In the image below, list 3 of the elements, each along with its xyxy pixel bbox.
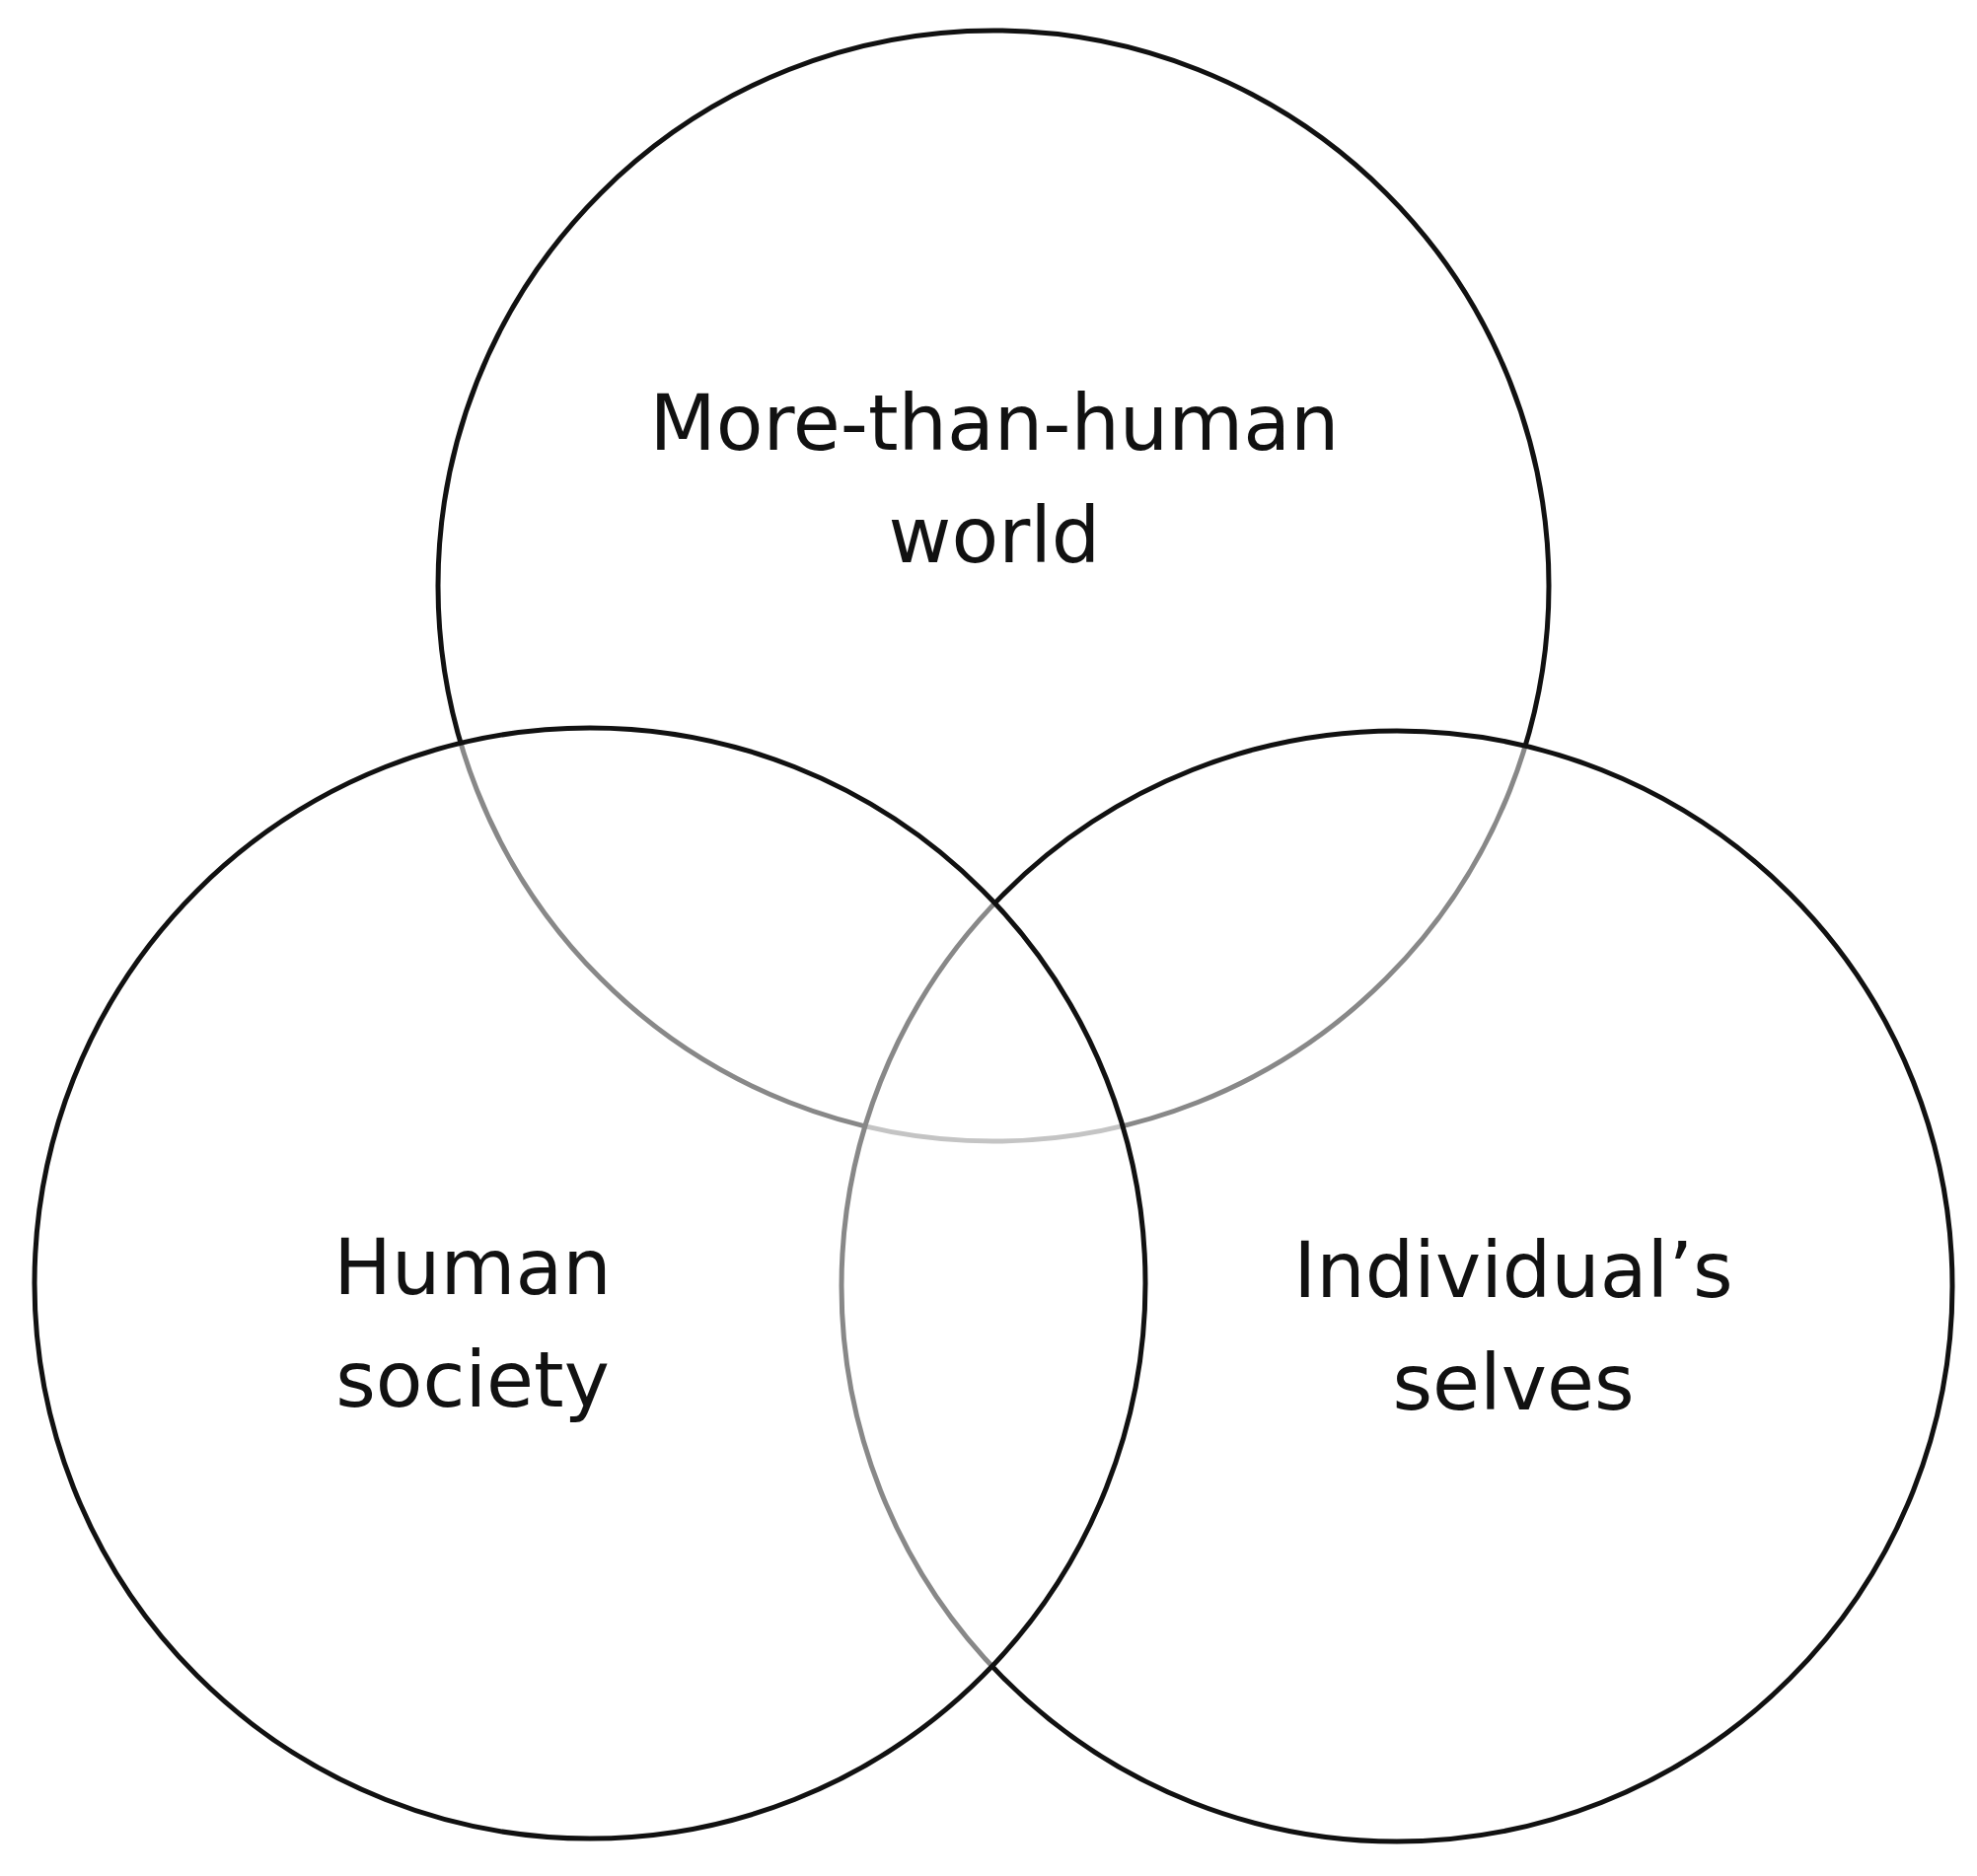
circle-label: More-than-human world — [648, 378, 1341, 582]
circle-label: Human society — [332, 1222, 613, 1426]
circle-label: Individual’s selves — [1292, 1225, 1734, 1429]
